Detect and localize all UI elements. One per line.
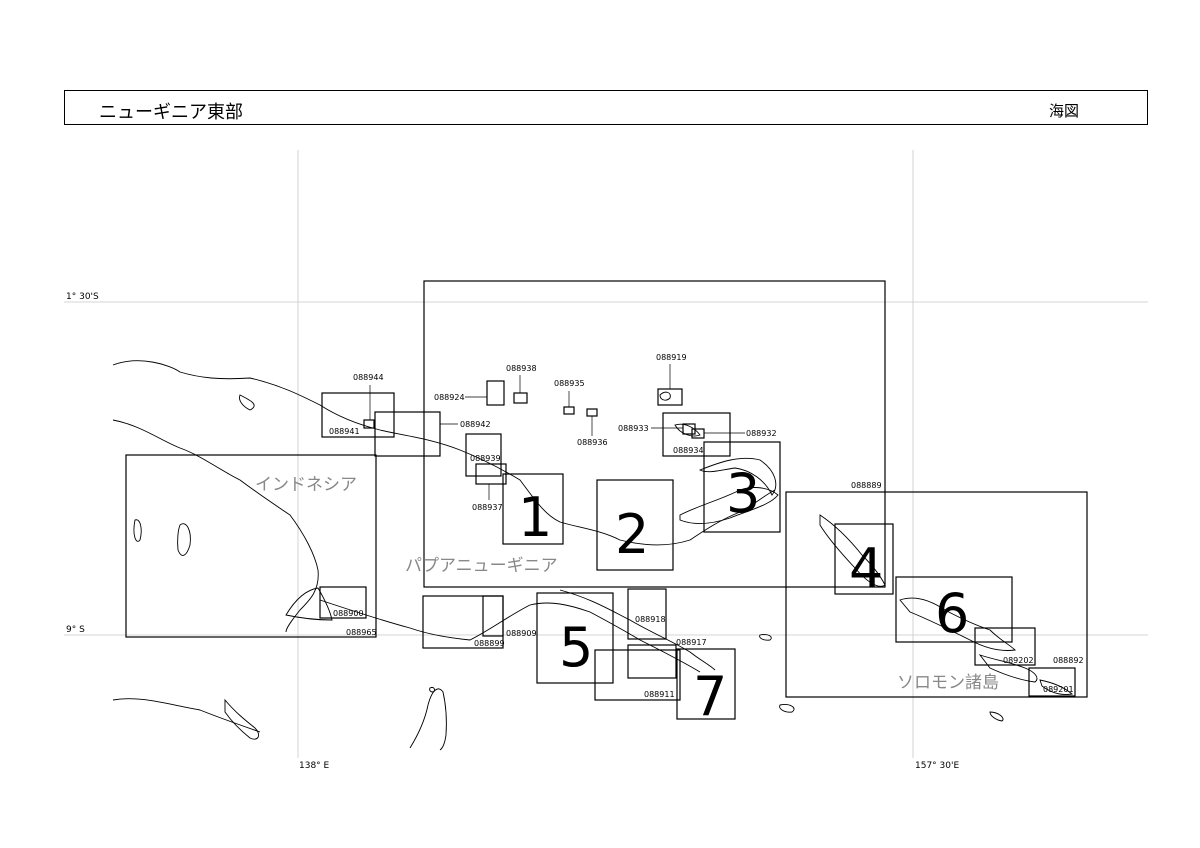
frame-main: [423, 280, 886, 588]
sheet-number-2: 2: [615, 503, 649, 566]
label-088918: 088918: [635, 615, 666, 624]
label-088938: 088938: [506, 364, 537, 373]
label-088900: 088900: [333, 609, 364, 618]
new-guinea-west-coast: [112, 419, 319, 633]
label-088944: 088944: [353, 373, 384, 382]
frame-088965: [125, 454, 377, 638]
label-088935: 088935: [554, 379, 585, 388]
sheet-number-1: 1: [518, 486, 552, 549]
label-088941: 088941: [329, 427, 360, 436]
lon-label-2: 157° 30'E: [915, 761, 959, 771]
map-title: ニューギニア東部: [99, 102, 243, 123]
australia-north: [112, 698, 261, 733]
frame-088924: [486, 380, 505, 406]
frame-088934: [662, 412, 731, 457]
label-088932: 088932: [746, 429, 777, 438]
label-088934: 088934: [673, 446, 704, 455]
frame-088900: [319, 586, 367, 619]
papuan-peninsula: [559, 589, 716, 671]
solomon-islands-main: [899, 597, 1016, 651]
frame-sheet-4: [834, 523, 894, 595]
label-088933: 088933: [618, 424, 649, 433]
frame-088911: [594, 649, 681, 701]
frame-088936: [586, 408, 598, 417]
sheet-number-7: 7: [693, 665, 727, 728]
coastlines: [112, 360, 1074, 751]
guadalcanal: [978, 654, 1038, 683]
frame-088932: [691, 428, 705, 439]
label-088911: 088911: [644, 690, 675, 699]
label-088939: 088939: [470, 454, 501, 463]
frame-sheet-2: [596, 479, 674, 571]
frame-089202: [974, 627, 1036, 666]
islets-4: [429, 687, 435, 693]
sheet-number-6: 6: [935, 582, 969, 645]
southwest-island: [285, 587, 333, 621]
new-guinea-south-coast: [319, 599, 701, 673]
sheet-numbers: 1 2 3 4 5 6 7: [518, 462, 969, 728]
frame-088909: [482, 595, 504, 637]
lon-label-1: 138° E: [299, 761, 330, 771]
frame-sheet-6: [895, 576, 1013, 643]
islets-3: [989, 711, 1004, 722]
region-png: パプアニューギニア: [405, 556, 558, 576]
title-bar: ニューギニア東部 海図: [64, 90, 1148, 125]
new-britain: [679, 487, 779, 525]
frame-089201: [1028, 667, 1076, 697]
australia-cape-york: [409, 688, 447, 751]
frame-088941: [321, 392, 395, 438]
lat-label-2: 9° S: [66, 625, 85, 635]
label-089201: 089201: [1043, 685, 1074, 694]
sheet-number-5: 5: [559, 616, 593, 679]
frame-088917: [627, 644, 677, 679]
chart-number-labels: 088944 088941 088942 088938 088924 08893…: [329, 353, 1084, 699]
new-ireland: [698, 457, 777, 496]
label-088924: 088924: [434, 393, 465, 402]
sheet-number-3: 3: [726, 462, 760, 525]
label-088889: 088889: [851, 481, 882, 490]
label-088937: 088937: [472, 503, 503, 512]
bismarck-isles: [659, 391, 671, 401]
region-solomon: ソロモン諸島: [897, 673, 999, 693]
lat-label-1: 1° 30'S: [66, 292, 99, 302]
label-088917: 088917: [676, 638, 707, 647]
frame-088944: [363, 419, 375, 429]
chart-frames: [125, 280, 1088, 720]
label-088899: 088899: [474, 639, 505, 648]
frame-088918: [627, 588, 667, 640]
document-type: 海図: [1048, 102, 1079, 120]
frame-088935: [563, 406, 575, 415]
sheet-number-4: 4: [849, 537, 883, 600]
frame-088889: [785, 491, 1088, 698]
label-088892: 088892: [1053, 656, 1084, 665]
label-088942: 088942: [460, 420, 491, 429]
frame-sheet-1: [502, 473, 564, 545]
frame-sheet-7: [676, 648, 736, 720]
frame-088938: [513, 392, 528, 404]
label-088936: 088936: [577, 438, 608, 447]
islets-5: [239, 394, 255, 411]
leader-lines: [369, 364, 745, 500]
islets-1: [759, 634, 772, 641]
label-088919: 088919: [656, 353, 687, 362]
island-west-1: [177, 523, 191, 556]
new-guinea-north-coast: [112, 360, 776, 546]
frame-088942: [374, 411, 441, 457]
frame-sheet-3: [703, 441, 781, 533]
label-088909: 088909: [506, 629, 537, 638]
island-west-2: [133, 519, 142, 542]
graticule: [64, 150, 1148, 758]
region-indonesia: インドネシア: [255, 475, 357, 495]
frame-088939: [465, 433, 502, 477]
frame-sheet-5: [536, 592, 614, 684]
islets-2: [779, 704, 795, 713]
solomon-east: [1039, 679, 1074, 695]
islets-6: [224, 698, 260, 740]
label-089202: 089202: [1003, 656, 1034, 665]
label-088965: 088965: [346, 628, 377, 637]
